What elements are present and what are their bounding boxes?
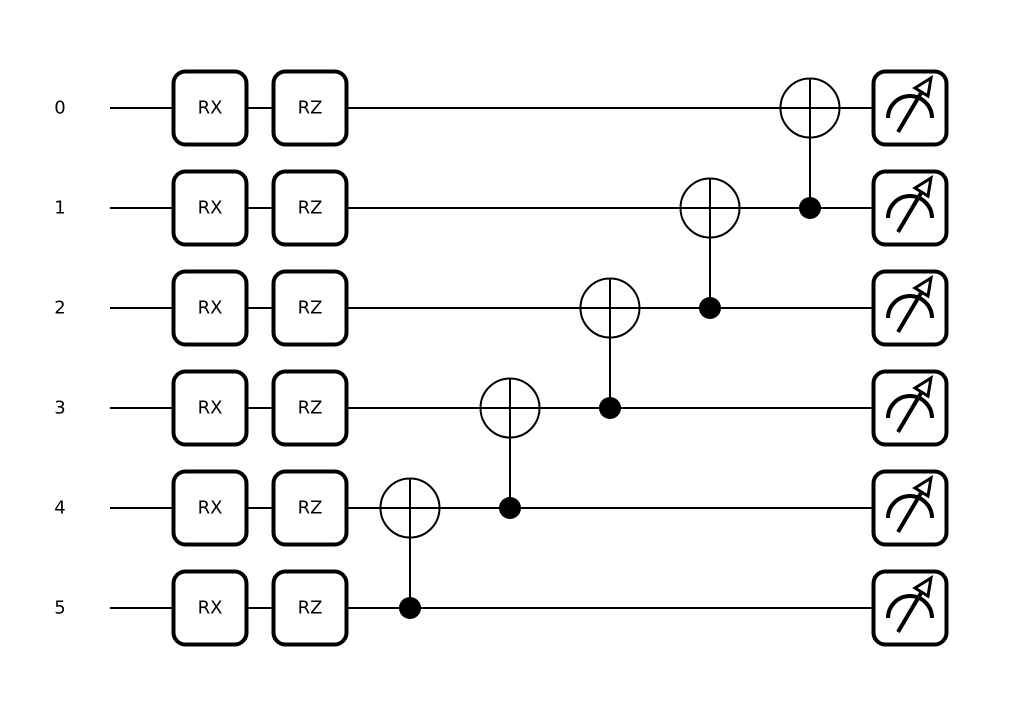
cnot-control-dot: [499, 497, 521, 519]
measurement-meter-icon: [886, 274, 934, 334]
gate-rz-0: RZ: [271, 69, 349, 147]
qubit-label-2: 2: [54, 298, 65, 319]
gate-label: RZ: [298, 98, 323, 119]
measurement-meter-icon: [886, 474, 934, 534]
gate-rx-0: RX: [171, 69, 249, 147]
cnot-control-dot: [799, 197, 821, 219]
gate-label: RZ: [298, 198, 323, 219]
qubit-label-0: 0: [54, 98, 65, 119]
meter-needle: [896, 386, 926, 434]
gate-label: RZ: [298, 398, 323, 419]
meter-arrowhead: [912, 74, 934, 99]
gate-box: [271, 569, 349, 647]
measurement-gate-4: [871, 469, 949, 547]
cnot-gate-1-0: [779, 77, 841, 219]
gate-rz-5: RZ: [271, 569, 349, 647]
meter-arc: [886, 194, 934, 219]
gate-rz-1: RZ: [271, 169, 349, 247]
qubit-label-4: 4: [54, 498, 65, 519]
meter-arc: [886, 494, 934, 519]
gate-rx-4: RX: [171, 469, 249, 547]
gate-label: RX: [198, 198, 223, 219]
gate-rz-4: RZ: [271, 469, 349, 547]
gate-label: RX: [198, 498, 223, 519]
measurement-meter-icon: [886, 174, 934, 234]
meter-arc: [886, 594, 934, 619]
measurement-gate-1: [871, 169, 949, 247]
meter-arc: [886, 394, 934, 419]
measurement-meter-icon: [886, 374, 934, 434]
meter-needle: [896, 586, 926, 634]
qubit-label-5: 5: [54, 598, 65, 619]
measurement-gate-0: [871, 69, 949, 147]
gate-label: RX: [198, 598, 223, 619]
gate-box: [171, 269, 249, 347]
meter-arrowhead: [912, 374, 934, 399]
gate-rz-2: RZ: [271, 269, 349, 347]
gate-label: RX: [198, 298, 223, 319]
cnot-gate-5-4: [379, 477, 441, 619]
meter-arc: [886, 94, 934, 119]
gate-box: [271, 169, 349, 247]
cnot-control-dot: [599, 397, 621, 419]
meter-needle: [896, 86, 926, 134]
gate-rx-2: RX: [171, 269, 249, 347]
measurement-meter-icon: [886, 574, 934, 634]
meter-needle: [896, 286, 926, 334]
meter-arrowhead: [912, 174, 934, 199]
gate-box: [171, 369, 249, 447]
cnot-gate-2-1: [679, 177, 741, 319]
gate-box: [171, 469, 249, 547]
measurement-gate-3: [871, 369, 949, 447]
gate-label: RZ: [298, 498, 323, 519]
meter-arrowhead: [912, 474, 934, 499]
gate-rx-1: RX: [171, 169, 249, 247]
gate-rx-5: RX: [171, 569, 249, 647]
gate-box: [271, 369, 349, 447]
cnot-gate-3-2: [579, 277, 641, 419]
cnot-gate-4-3: [479, 377, 541, 519]
cnot-control-dot: [699, 297, 721, 319]
gate-box: [171, 569, 249, 647]
gate-label: RZ: [298, 598, 323, 619]
gate-box: [271, 469, 349, 547]
meter-arrowhead: [912, 274, 934, 299]
cnot-control-dot: [399, 597, 421, 619]
qubit-label-1: 1: [54, 198, 65, 219]
meter-arrowhead: [912, 574, 934, 599]
measurement-meter-icon: [886, 74, 934, 134]
gate-label: RZ: [298, 298, 323, 319]
gate-rz-3: RZ: [271, 369, 349, 447]
gate-box: [171, 169, 249, 247]
qubit-label-3: 3: [54, 398, 65, 419]
meter-needle: [896, 186, 926, 234]
meter-arc: [886, 294, 934, 319]
gate-rx-3: RX: [171, 369, 249, 447]
gate-label: RX: [198, 98, 223, 119]
measurement-gate-2: [871, 269, 949, 347]
gate-box: [271, 69, 349, 147]
gate-box: [271, 269, 349, 347]
meter-needle: [896, 486, 926, 534]
measurement-gate-5: [871, 569, 949, 647]
gate-box: [171, 69, 249, 147]
gate-label: RX: [198, 398, 223, 419]
